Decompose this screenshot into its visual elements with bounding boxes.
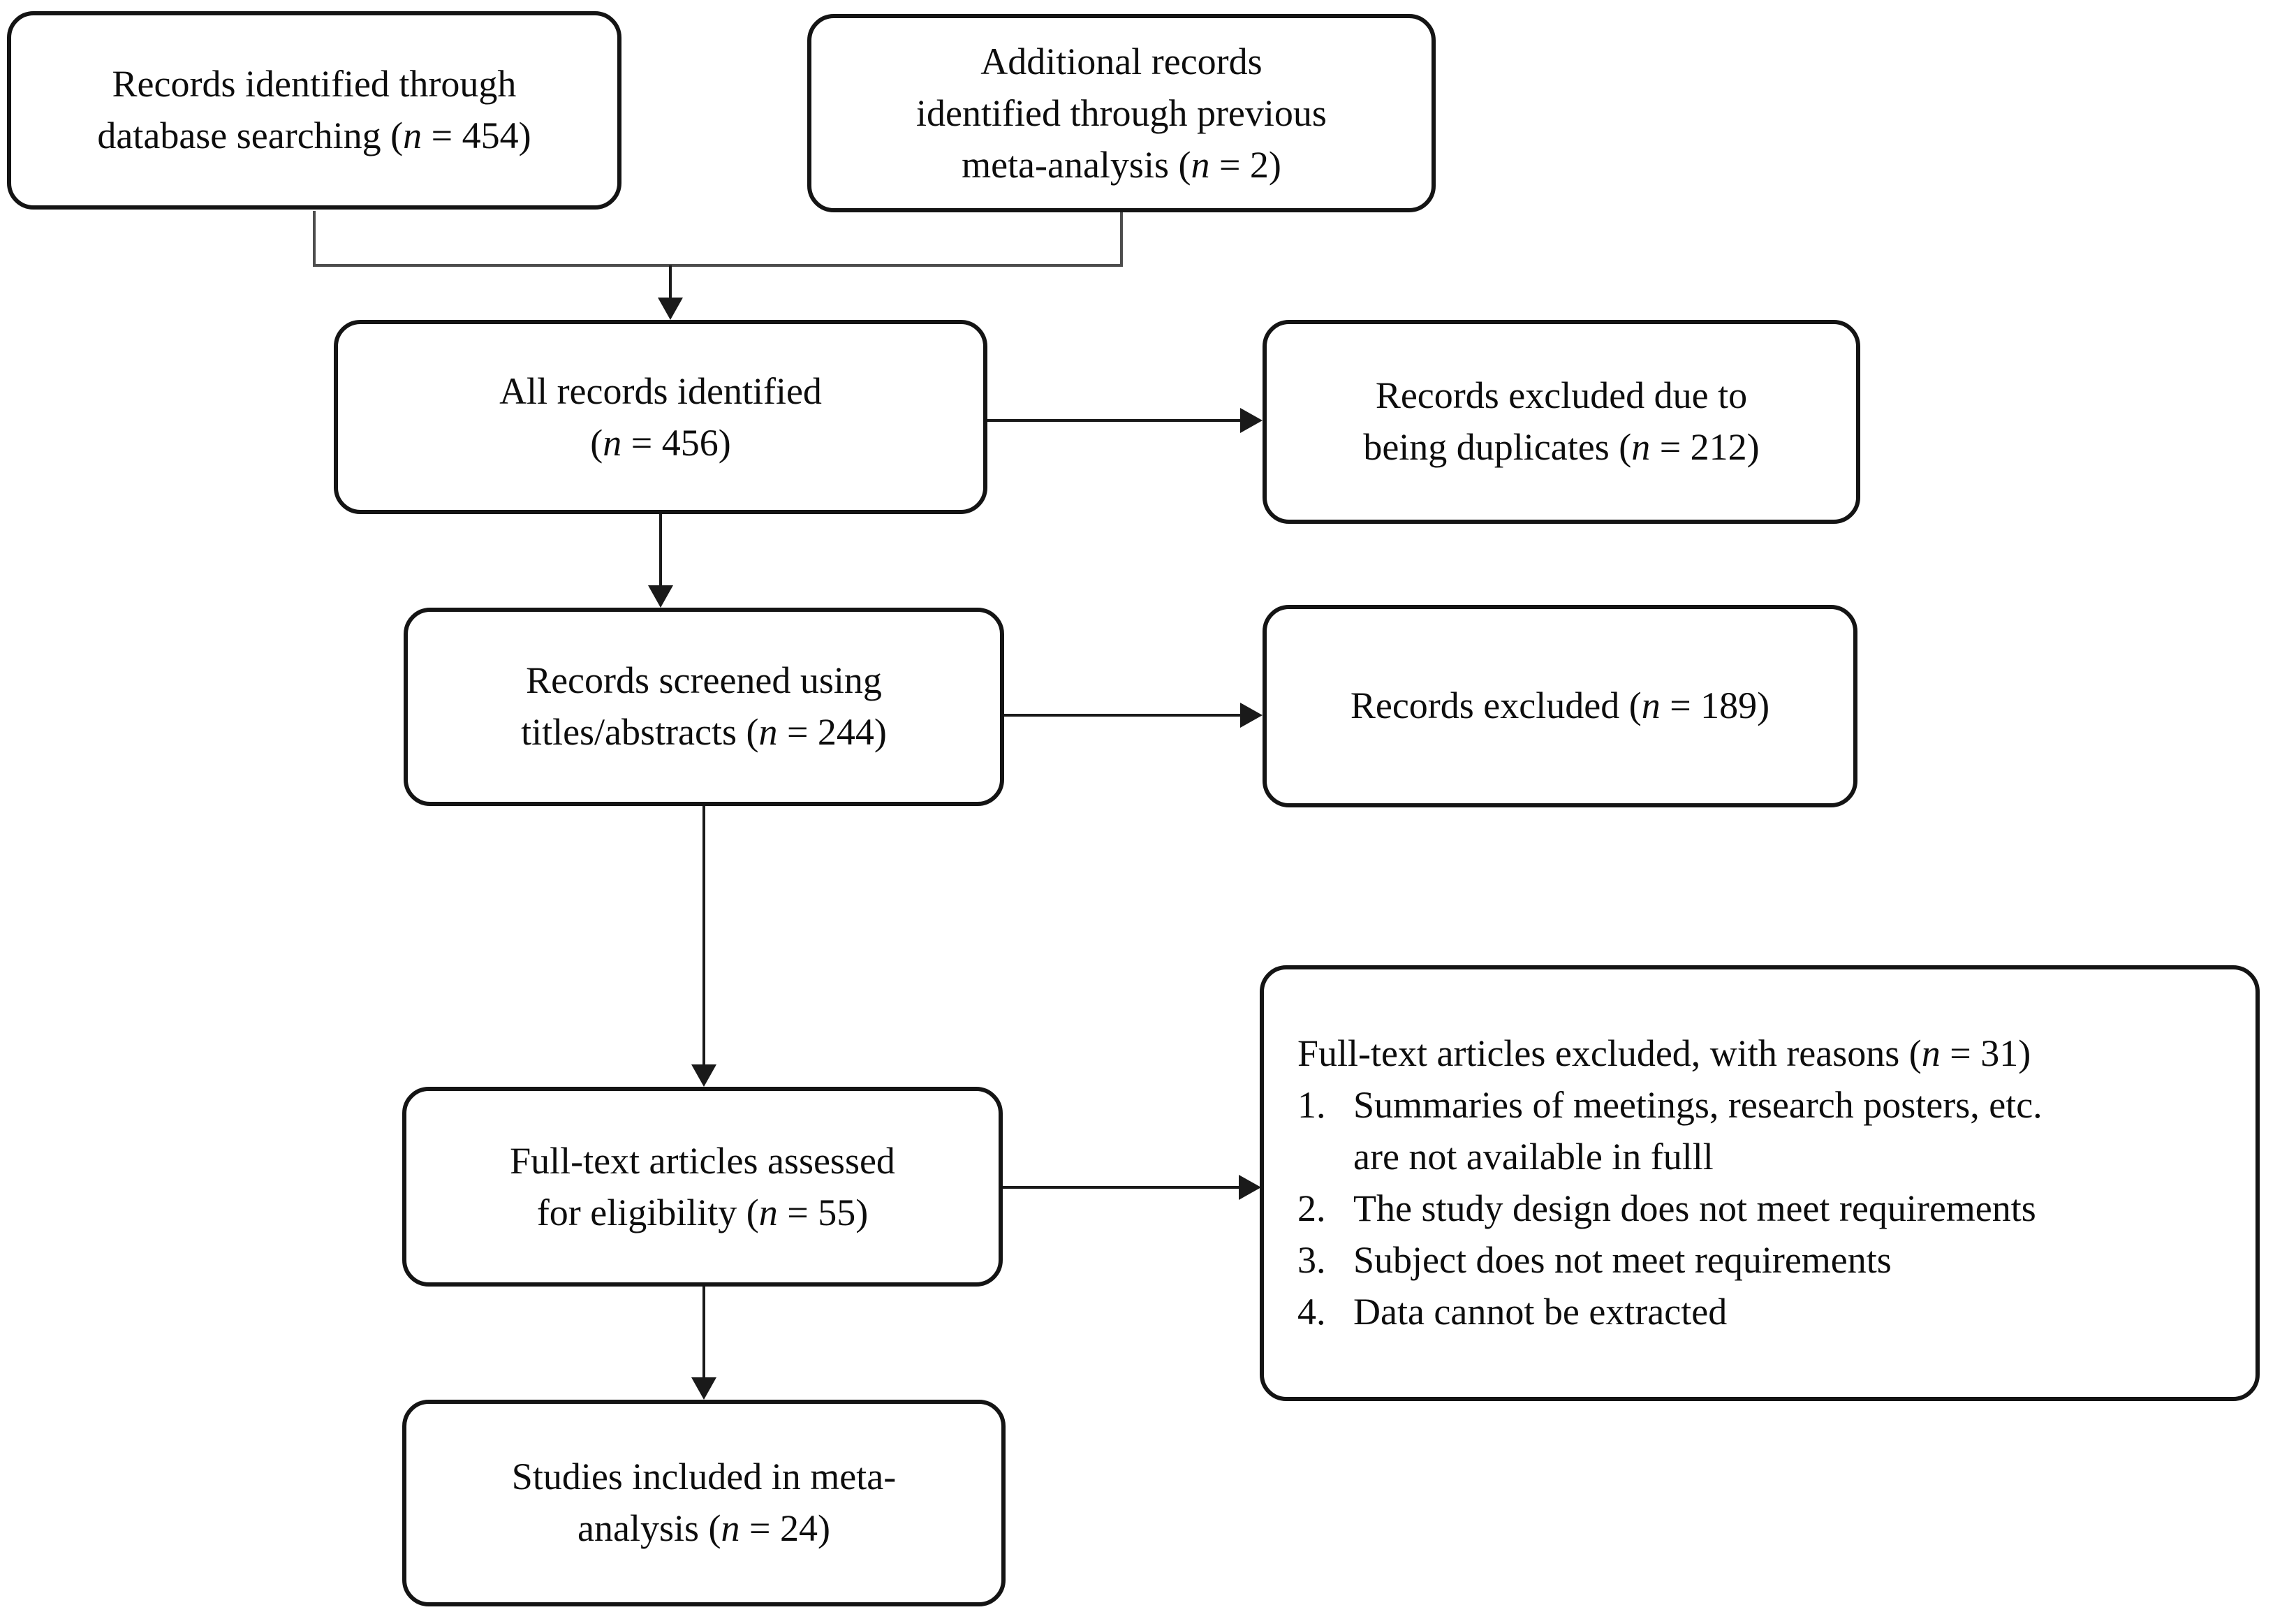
arrowhead-down-icon: [691, 1377, 716, 1400]
arrowhead-right-icon: [1240, 408, 1263, 433]
arrowhead-down-icon: [658, 298, 683, 320]
connector-merge-horizontal: [313, 264, 1123, 267]
arrow-fulltext-to-included: [702, 1287, 705, 1382]
reason-item: 2. The study design does not meet requir…: [1297, 1183, 2036, 1235]
reason-number: 3.: [1297, 1239, 1326, 1281]
box-label: Studies included in meta-analysis (n = 2…: [511, 1456, 897, 1549]
arrow-all-records-to-duplicates: [987, 419, 1242, 422]
arrow-screened-to-excluded: [1004, 714, 1242, 717]
reason-text: The study design does not meet requireme…: [1353, 1187, 2036, 1229]
arrow-all-records-to-screened: [659, 514, 662, 588]
box-all-records-identified: All records identified(n = 456): [334, 320, 987, 514]
box-studies-included: Studies included in meta-analysis (n = 2…: [402, 1400, 1006, 1606]
reason-item: 3. Subject does not meet requirements: [1297, 1235, 1892, 1287]
connector-prev-meta-down: [1120, 212, 1123, 267]
reason-text: Summaries of meetings, research posters,…: [1353, 1084, 2043, 1178]
reason-number: 4.: [1297, 1291, 1326, 1333]
arrowhead-down-icon: [648, 585, 673, 608]
connector-db-search-down: [313, 211, 316, 267]
arrowhead-down-icon: [691, 1064, 716, 1087]
box-records-excluded: Records excluded (n = 189): [1263, 605, 1857, 807]
arrow-screened-to-fulltext: [702, 806, 705, 1069]
reason-text: Data cannot be extracted: [1353, 1291, 1728, 1333]
arrowhead-right-icon: [1240, 703, 1263, 728]
box-label: All records identified(n = 456): [499, 369, 822, 463]
reason-text: Subject does not meet requirements: [1353, 1239, 1892, 1281]
reason-item: 4. Data cannot be extracted: [1297, 1287, 1727, 1338]
box-label: Records excluded (n = 189): [1350, 684, 1770, 726]
reason-item: 1. Summaries of meetings, research poste…: [1297, 1080, 2043, 1183]
arrow-merge-to-all-records: [669, 265, 672, 302]
reason-number: 2.: [1297, 1187, 1326, 1229]
arrow-fulltext-to-excluded-reasons: [1003, 1186, 1240, 1189]
reason-number: 1.: [1297, 1084, 1326, 1126]
fulltext-excluded-title: Full-text articles excluded, with reason…: [1297, 1032, 2031, 1074]
box-fulltext-excluded-reasons: Full-text articles excluded, with reason…: [1260, 965, 2260, 1401]
arrowhead-right-icon: [1239, 1175, 1261, 1200]
